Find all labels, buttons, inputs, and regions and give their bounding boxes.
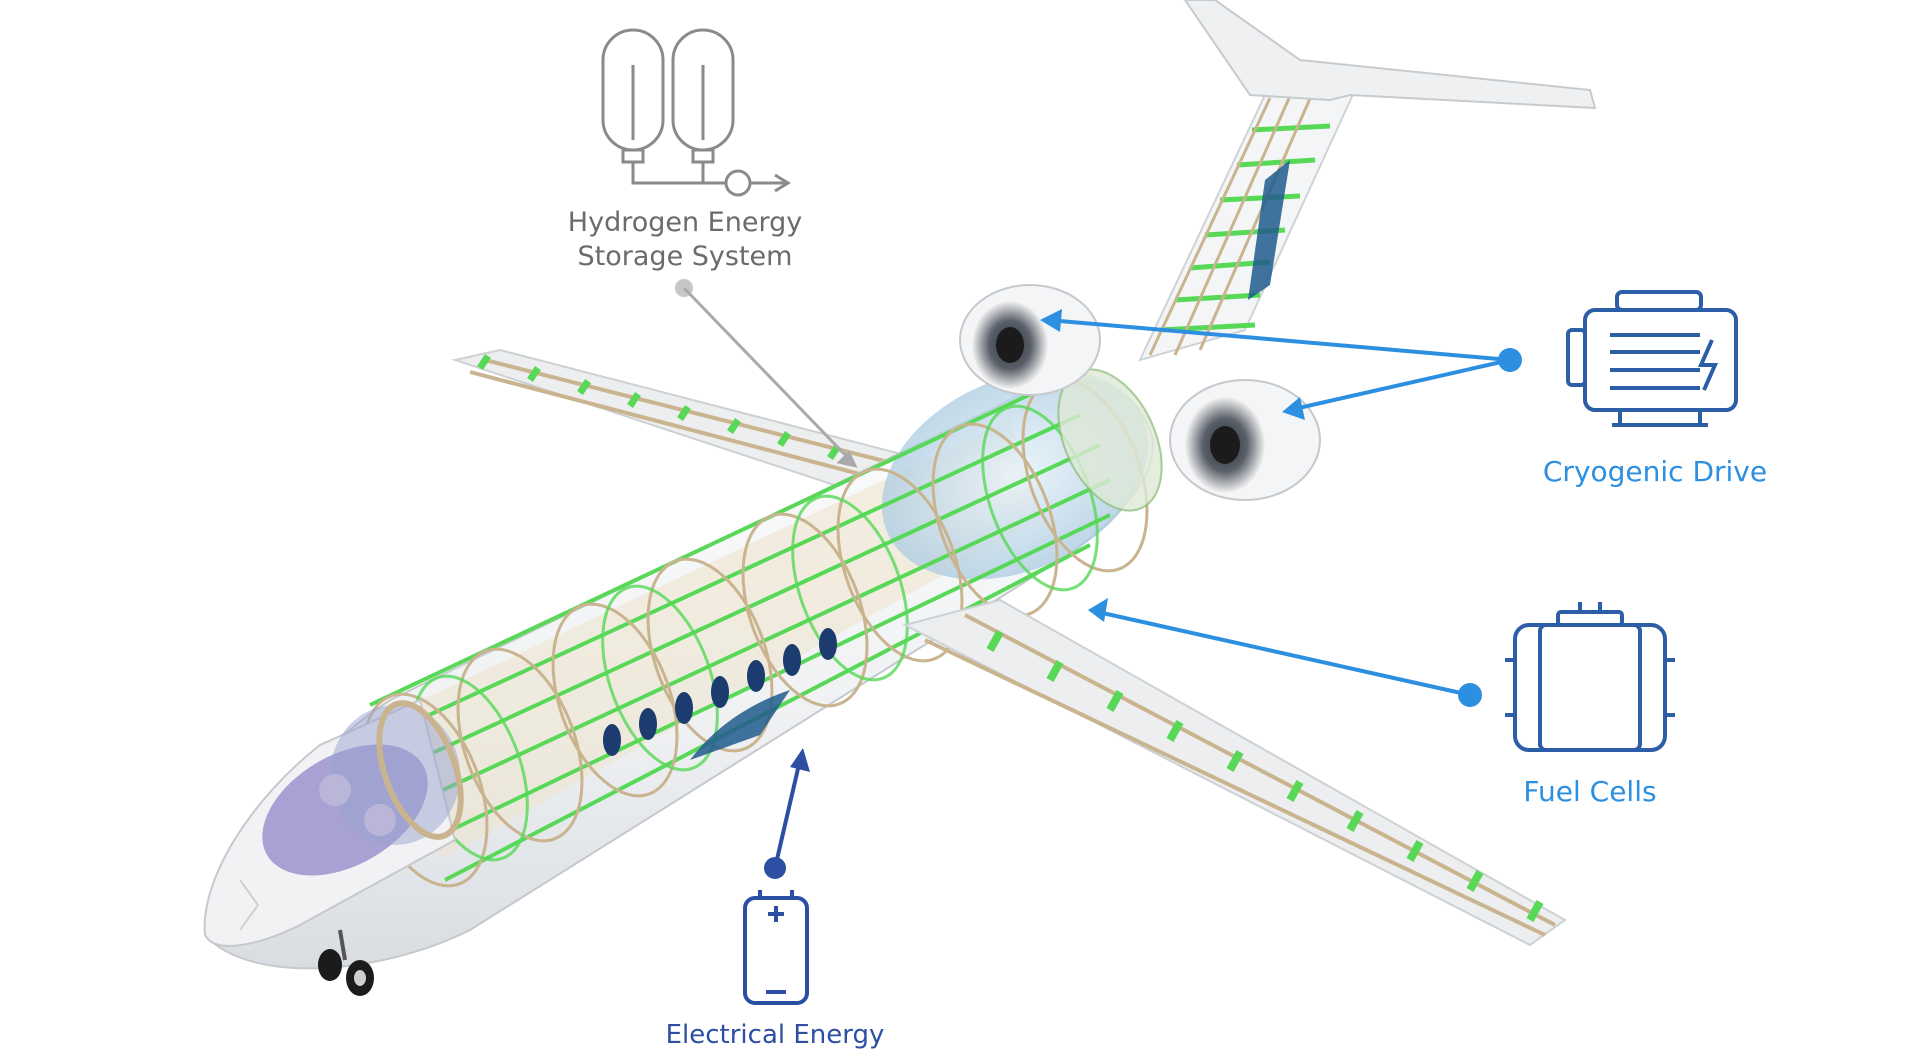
tail-fin bbox=[1138, 0, 1597, 362]
aircraft-cutaway bbox=[203, 0, 1597, 996]
hydrogen-label-line2: Storage System bbox=[577, 241, 793, 272]
engine-left bbox=[959, 284, 1101, 396]
electrical-callout-line bbox=[764, 748, 810, 879]
hydrogen-label-line1: Hydrogen Energy bbox=[567, 207, 803, 238]
nose-gear bbox=[318, 929, 374, 996]
fuel-cells-callout-line bbox=[1088, 598, 1482, 707]
electrical-label: Electrical Energy bbox=[665, 1020, 885, 1050]
cryogenic-callout-lines bbox=[1040, 309, 1522, 420]
near-wing bbox=[902, 598, 1567, 947]
far-wing bbox=[451, 348, 907, 502]
battery-icon bbox=[743, 890, 809, 1005]
engine-right bbox=[1169, 379, 1321, 501]
hydrogen-label: Hydrogen Energy Storage System bbox=[560, 206, 810, 274]
hydrogen-tanks-icon bbox=[601, 28, 791, 197]
fuel-cells-label: Fuel Cells bbox=[1523, 775, 1657, 808]
cockpit-nose bbox=[203, 698, 464, 947]
hydrogen-callout-line bbox=[675, 279, 858, 468]
fuel-cells-icon bbox=[1505, 602, 1675, 752]
electric-motor-icon bbox=[1566, 290, 1738, 427]
cryogenic-label: Cryogenic Drive bbox=[1542, 455, 1768, 488]
